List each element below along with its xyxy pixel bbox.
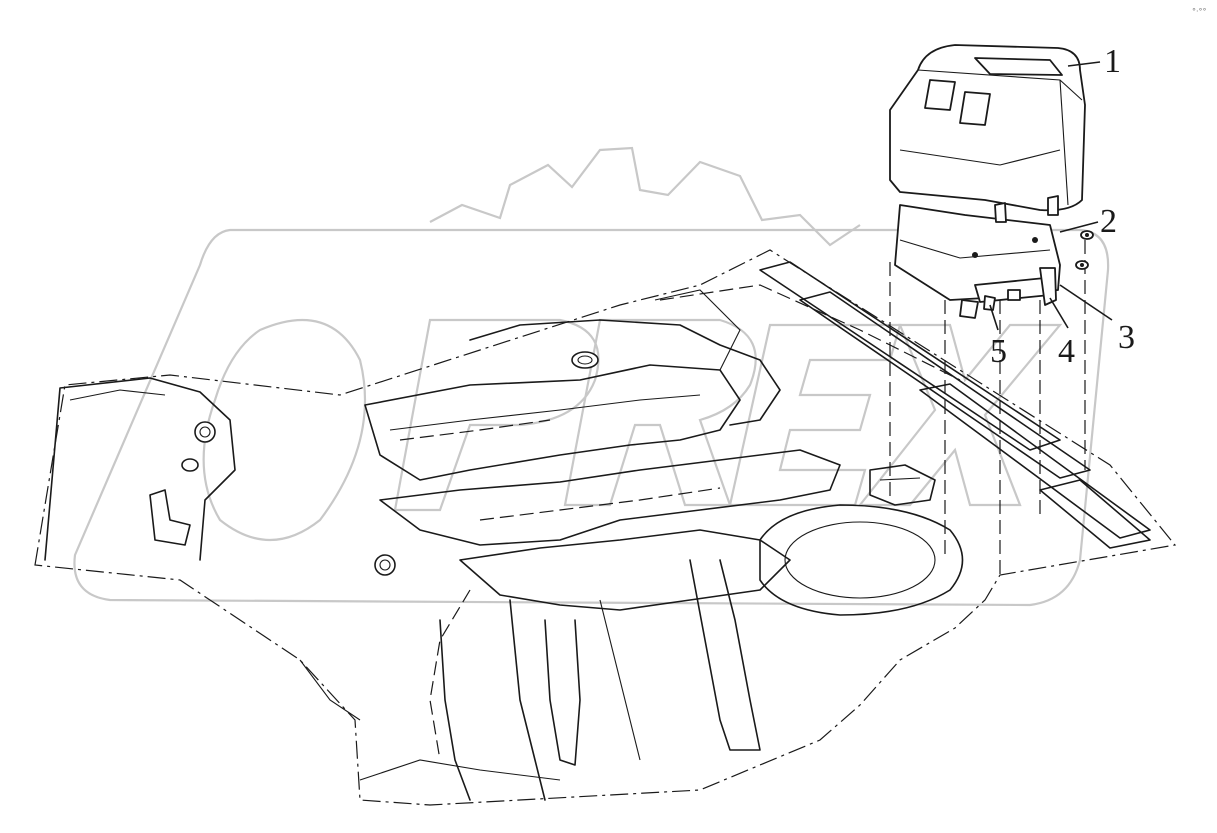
left-wheel-arch <box>44 377 236 561</box>
watermark-frame-outline <box>73 228 1110 607</box>
left-bracket <box>149 489 191 546</box>
grommet-hole <box>194 421 216 443</box>
callout-label-1: 1 <box>1104 43 1121 80</box>
rear-rib-4 <box>1039 479 1151 549</box>
spare-wheel-well <box>759 504 964 616</box>
seat-pan-front <box>364 364 741 481</box>
watermark-logo <box>73 146 1110 607</box>
part-1-cover <box>889 44 1086 212</box>
cover-slot-left <box>924 79 956 111</box>
part-4-bracket-strip <box>974 267 1057 306</box>
callout-label-5: 5 <box>990 333 1007 370</box>
channel-mid <box>544 619 581 766</box>
part-2-base <box>894 195 1061 301</box>
cover-top-opening <box>974 57 1063 76</box>
cross-member-1 <box>379 449 841 546</box>
cross-member-2 <box>459 529 791 611</box>
part-3-nuts <box>1075 230 1094 270</box>
callout-label-2: 2 <box>1100 203 1117 240</box>
callout-label-4: 4 <box>1058 333 1075 370</box>
rear-rib-3 <box>919 383 1151 539</box>
callout-leaders <box>989 61 1113 331</box>
cover-slot-right <box>959 91 991 126</box>
corner-mark: °·°° <box>1192 7 1207 16</box>
channel-left <box>439 619 471 801</box>
assembly-projection-lines <box>889 240 1086 575</box>
watermark-letter-p <box>393 318 600 512</box>
callout-label-3: 3 <box>1118 319 1135 356</box>
floor-panel <box>34 249 1177 806</box>
part-5-clip <box>959 295 996 319</box>
watermark-letter-o <box>202 318 366 541</box>
rear-rib-1 <box>759 261 1061 451</box>
seat-pan-rear <box>469 319 781 426</box>
rear-rib-2 <box>799 291 1091 479</box>
watermark-letter-r <box>563 318 757 507</box>
channel-right <box>689 559 761 751</box>
watermark-gear-outline <box>429 146 861 247</box>
floor-outline-dashed <box>34 249 1177 806</box>
